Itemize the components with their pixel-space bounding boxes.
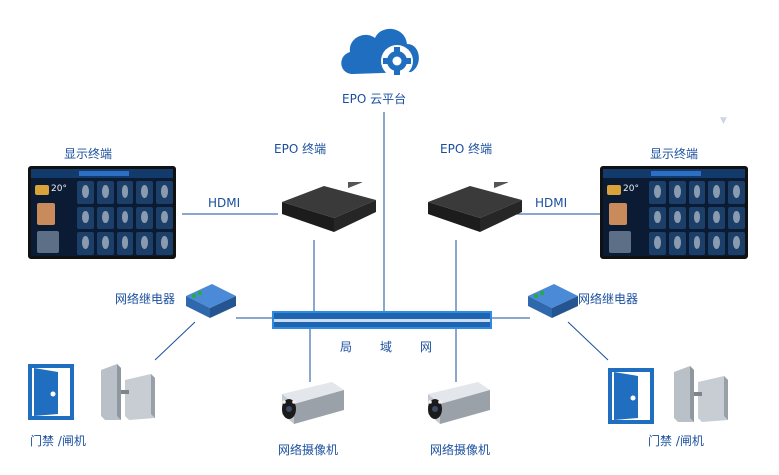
door-left-icon bbox=[26, 362, 76, 424]
lan-bus bbox=[272, 311, 492, 329]
cloud-gear-icon bbox=[335, 18, 425, 84]
display-terminal-right: 20° bbox=[600, 166, 748, 259]
lan-label-1: 局 bbox=[340, 340, 353, 354]
relay-left-icon bbox=[182, 282, 238, 320]
relay-right-gate-line bbox=[567, 321, 609, 361]
turnstile-left-icon bbox=[95, 360, 165, 426]
relay-right-label: 网络继电器 bbox=[578, 292, 639, 306]
gate-left-label: 门禁 /闸机 bbox=[30, 434, 86, 448]
gate-right-label: 门禁 /闸机 bbox=[648, 434, 704, 448]
relay-right-icon bbox=[524, 282, 580, 320]
triangle-marker-icon: ▼ bbox=[720, 116, 727, 126]
epo-terminal-left-label: EPO 终端 bbox=[274, 142, 327, 156]
turnstile-right-icon bbox=[668, 362, 738, 428]
camera-left-label: 网络摄像机 bbox=[278, 443, 339, 457]
screen-temp: 20° bbox=[623, 184, 639, 194]
camera-left-icon bbox=[272, 380, 352, 440]
display-terminal-left: 20° bbox=[28, 166, 176, 259]
epo-box-left-icon bbox=[274, 176, 384, 242]
lan-label-2: 域 bbox=[380, 340, 393, 354]
door-right-icon bbox=[606, 366, 656, 428]
screen-temp: 20° bbox=[51, 184, 67, 194]
lan-label-3: 网 bbox=[420, 340, 433, 354]
epo-box-right-icon bbox=[420, 176, 530, 242]
cloud-platform-label: EPO 云平台 bbox=[342, 92, 407, 106]
relay-left-gate-line bbox=[154, 321, 196, 361]
hdmi-right-label: HDMI bbox=[535, 196, 568, 210]
camera-right-label: 网络摄像机 bbox=[430, 443, 491, 457]
hdmi-left-label: HDMI bbox=[208, 196, 241, 210]
display-terminal-left-label: 显示终端 bbox=[64, 147, 113, 161]
relay-left-label: 网络继电器 bbox=[115, 292, 176, 306]
camera-right-icon bbox=[418, 380, 498, 440]
epo-terminal-right-label: EPO 终端 bbox=[440, 142, 493, 156]
display-terminal-right-label: 显示终端 bbox=[650, 147, 699, 161]
